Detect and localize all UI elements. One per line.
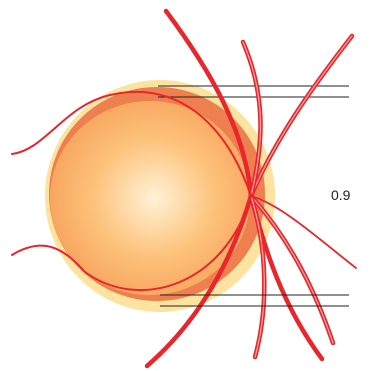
reference-lines-bottom <box>160 294 349 307</box>
vessel-upper-right-highlight <box>250 35 353 197</box>
vessel-top-highlight <box>242 41 262 197</box>
disc-body <box>50 101 250 295</box>
vessel-group <box>11 8 357 369</box>
vessel-thin-right <box>250 195 357 269</box>
vessel-bottom-highlight <box>250 195 265 358</box>
vessel-lower-right-highlight <box>250 195 334 344</box>
vessel-thick-upper <box>163 8 254 199</box>
ratio-value-label: 0.9 <box>331 187 351 203</box>
vessel-thin-upper-left <box>11 90 252 197</box>
vessel-thick-lower <box>144 193 254 369</box>
vessel-thin-lower-left <box>11 195 252 292</box>
